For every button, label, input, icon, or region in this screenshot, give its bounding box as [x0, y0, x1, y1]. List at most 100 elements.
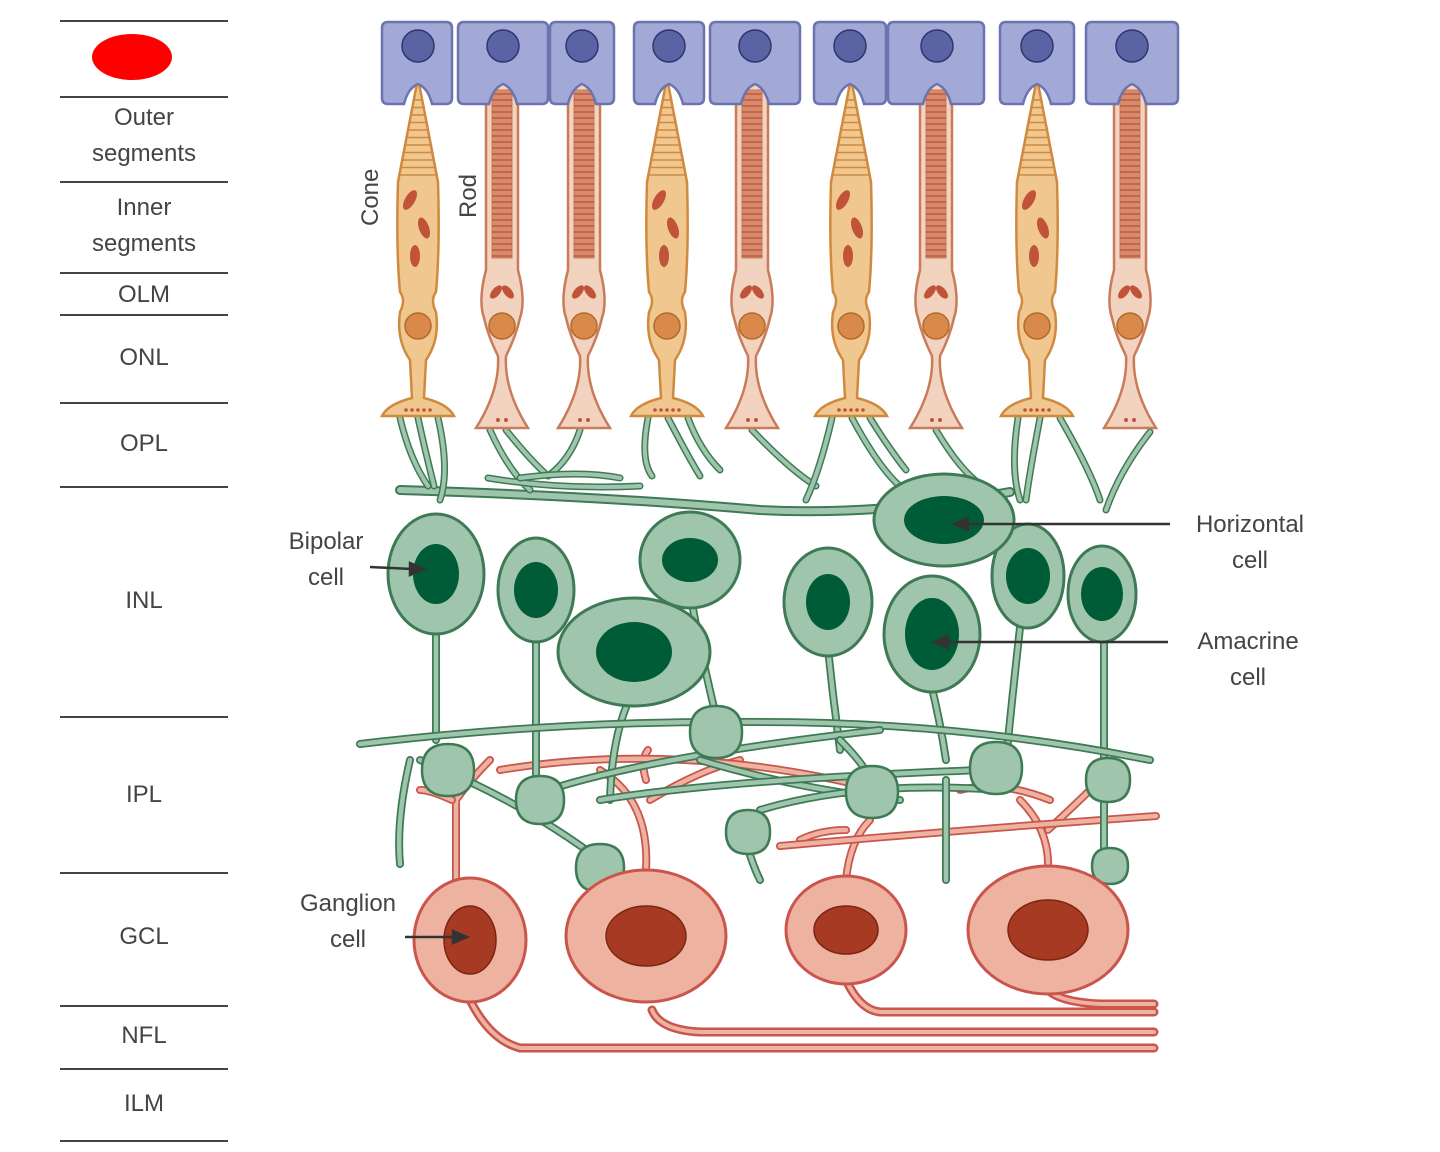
- synaptic-vesicle: [504, 418, 508, 422]
- dendrite-outline: [544, 426, 584, 480]
- dendrite: [1024, 416, 1042, 502]
- layer-divider: [60, 96, 228, 98]
- rpe-nucleus: [652, 29, 686, 63]
- synaptic-vesicle: [1029, 408, 1033, 412]
- cone-cell: [379, 77, 457, 418]
- layer-divider: [60, 716, 228, 718]
- cone-label: Cone: [357, 169, 384, 226]
- rod-label: Rod: [455, 174, 482, 218]
- ganglion-arrowhead: [451, 929, 471, 945]
- mitochondrion: [1118, 285, 1130, 299]
- axon-outline: [465, 995, 1159, 1053]
- synaptic-terminal: [514, 774, 566, 826]
- synaptic-vesicle: [1047, 408, 1051, 412]
- rpe-cell: [708, 20, 802, 106]
- rpe-nucleus: [401, 29, 435, 63]
- rod-outer-segment: [573, 89, 595, 259]
- axon: [650, 1008, 1156, 1034]
- layer-label-gcl: GCL: [119, 923, 169, 950]
- rpe-nucleus: [565, 29, 599, 63]
- rpe-nucleus: [486, 29, 520, 63]
- layer-divider: [60, 1140, 228, 1142]
- synaptic-vesicle: [938, 418, 942, 422]
- layer-label-olm: OLM: [117, 281, 170, 308]
- nucleus: [904, 496, 984, 544]
- synaptic-vesicle: [659, 408, 663, 412]
- layer-divider: [60, 1005, 228, 1007]
- synaptic-vesicle: [861, 408, 865, 412]
- synaptic-vesicle: [843, 408, 847, 412]
- synaptic-vesicle: [671, 408, 675, 412]
- label-word: segments: [91, 230, 197, 257]
- rpe-cell: [812, 20, 888, 106]
- photoreceptor-row: [379, 77, 1159, 430]
- synaptic-vesicle: [754, 418, 758, 422]
- dendrite: [1104, 430, 1152, 512]
- dendrite: [804, 416, 834, 502]
- synaptic-terminal: [724, 808, 772, 856]
- dendrite: [398, 416, 430, 488]
- layer-label-opl: OPL: [119, 430, 169, 457]
- ganglion-dendrite: [797, 827, 849, 843]
- ganglion-nucleus: [813, 905, 879, 955]
- ganglion-nucleus: [443, 905, 497, 975]
- synaptic-vesicle: [410, 408, 414, 412]
- synaptic-vesicle: [837, 408, 841, 412]
- mitochondrion: [836, 190, 850, 210]
- cone-nucleus: [404, 312, 432, 340]
- nucleus: [905, 598, 959, 670]
- synaptic-vesicle: [653, 408, 657, 412]
- synaptic-vesicle: [746, 418, 750, 422]
- dendrite: [666, 416, 702, 478]
- mitochondrion: [502, 285, 514, 299]
- synaptic-vesicle: [1124, 418, 1128, 422]
- mitochondrion: [1029, 245, 1039, 267]
- mitochondrion: [666, 217, 680, 239]
- neurite: [597, 767, 983, 803]
- label-word: cell: [307, 564, 344, 591]
- layer-divider: [60, 402, 228, 404]
- synaptic-vesicle: [416, 408, 420, 412]
- rod-nucleus: [922, 312, 950, 340]
- rpe-nucleus: [920, 29, 954, 63]
- mitochondrion: [1130, 285, 1142, 299]
- label-word: segments: [91, 140, 197, 167]
- rod-cell: [473, 80, 531, 430]
- synaptic-vesicle: [1035, 408, 1039, 412]
- layer-divider: [60, 486, 228, 488]
- mitochondrion: [850, 217, 864, 239]
- cone-body: [812, 77, 890, 418]
- synaptic-vesicle: [1041, 408, 1045, 412]
- dendrite: [436, 416, 447, 502]
- dendrite: [518, 472, 622, 480]
- mitochondrion: [1036, 217, 1050, 239]
- layer-label-onl: ONL: [119, 344, 169, 371]
- nucleus: [413, 544, 459, 604]
- cone-body: [998, 77, 1076, 418]
- synaptic-vesicle: [404, 408, 408, 412]
- cone-body: [379, 77, 457, 418]
- dendrite: [686, 416, 722, 472]
- layer-divider: [60, 20, 228, 22]
- neurite: [357, 719, 1153, 763]
- redaction-mark: [92, 34, 172, 80]
- ganglion-cell-bodies: [412, 864, 1130, 1004]
- rpe-cell: [998, 20, 1076, 106]
- dendrite: [868, 416, 908, 472]
- mitochondrion: [843, 245, 853, 267]
- ganglion-axons: [416, 746, 1160, 1053]
- rod-cell: [907, 80, 965, 430]
- layer-divider: [60, 272, 228, 274]
- layer-divider: [60, 1068, 228, 1070]
- rod-outer-segment: [741, 89, 763, 259]
- synaptic-vesicle: [665, 408, 669, 412]
- mitochondrion: [924, 285, 936, 299]
- nucleus: [806, 574, 850, 630]
- rod-cell: [723, 80, 781, 430]
- ganglion-dendrite: [1017, 797, 1051, 873]
- layer-label-inl: INL: [125, 587, 163, 614]
